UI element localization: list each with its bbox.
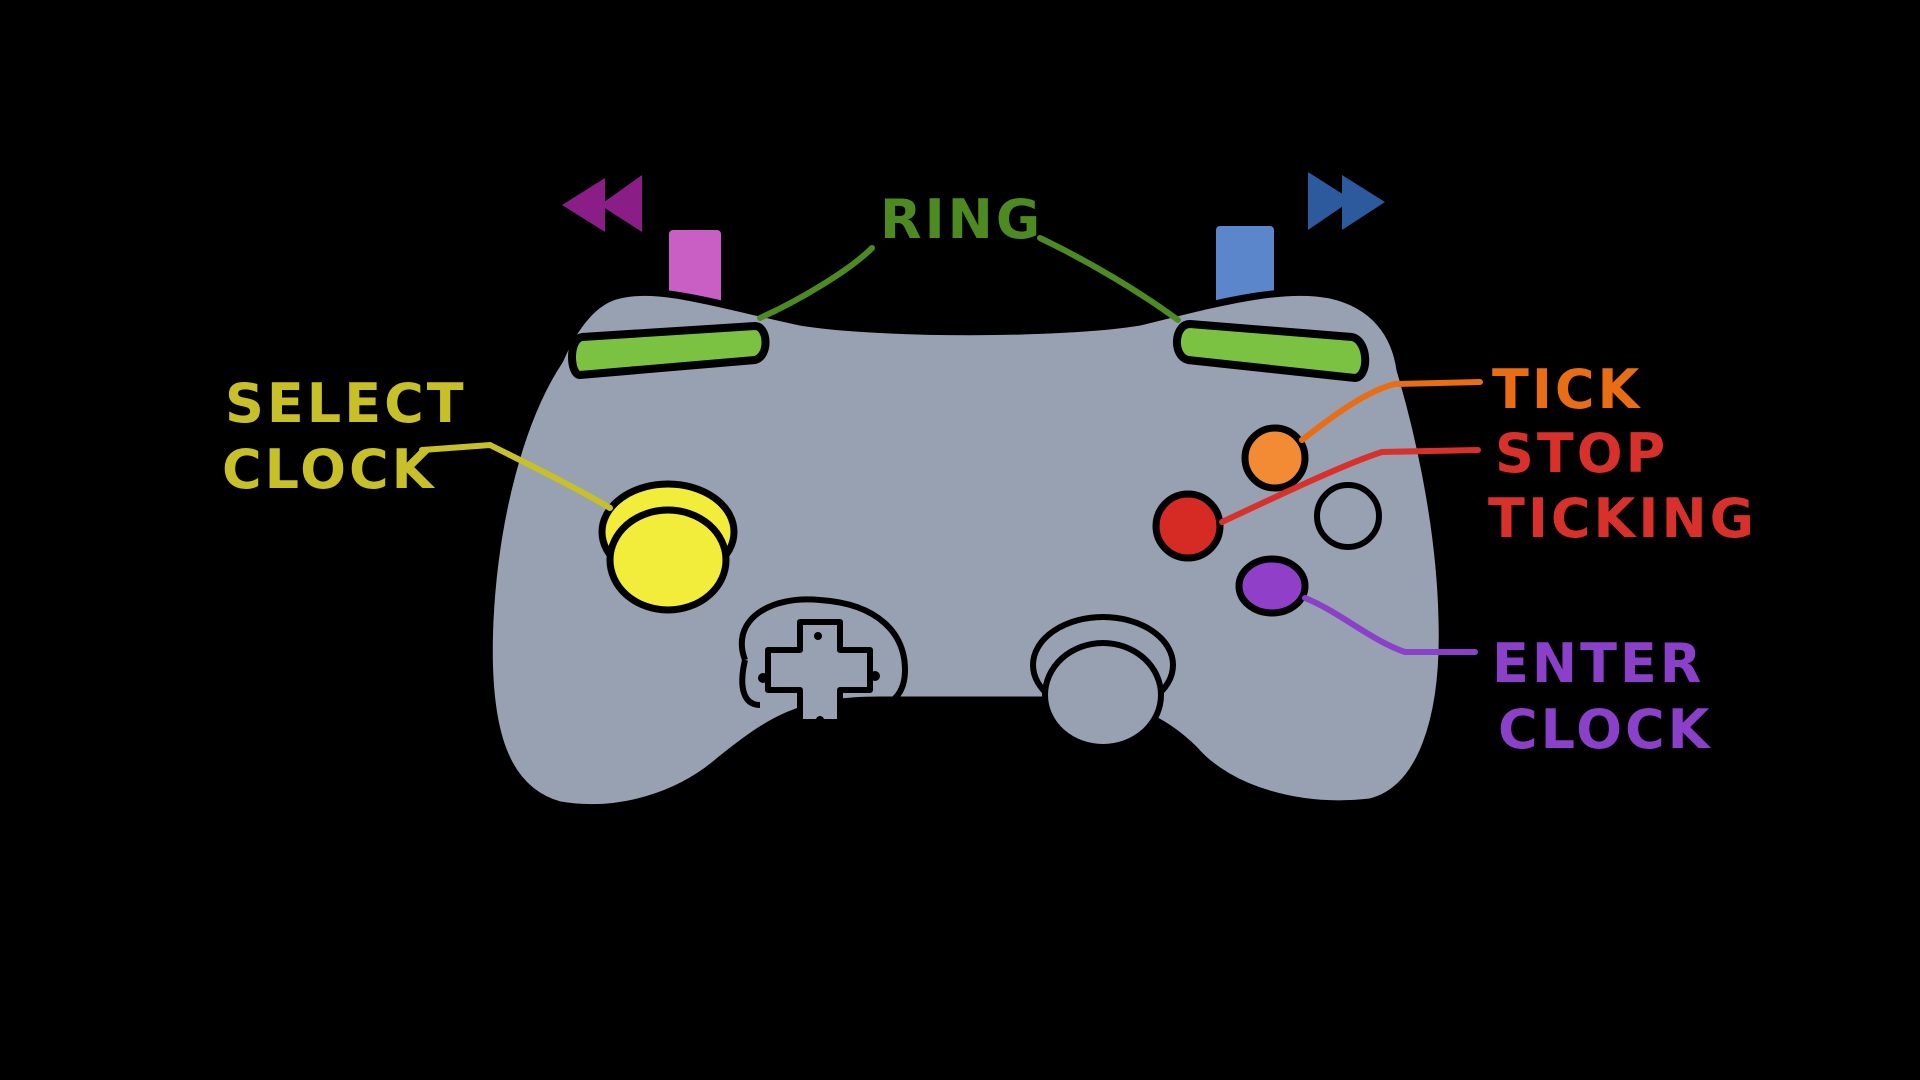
enter-clock-label-line2: CLOCK xyxy=(1498,698,1713,761)
ring-line-right xyxy=(1037,235,1181,323)
select-clock-line xyxy=(419,441,613,511)
enter-clock-line xyxy=(1302,595,1478,655)
enter-clock-label-line1: ENTER xyxy=(1492,632,1704,695)
unlabeled-button xyxy=(1314,482,1382,550)
stop-ticking-label-line2: TICKING xyxy=(1488,487,1757,550)
stop-ticking-button xyxy=(1152,490,1224,562)
tick-button xyxy=(1241,424,1309,492)
tick-label: TICK xyxy=(1492,358,1642,421)
controller-body xyxy=(485,288,1446,811)
fast-forward-icon xyxy=(1308,172,1385,230)
left-bumper xyxy=(568,321,770,380)
ring-line-left xyxy=(757,245,875,321)
dpad-icon xyxy=(738,596,909,725)
select-clock-label-line2: CLOCK xyxy=(222,438,437,501)
rewind-icon xyxy=(562,175,642,232)
right-bumper xyxy=(1172,319,1370,383)
right-stick xyxy=(1030,614,1176,750)
ring-label: RING xyxy=(880,188,1043,251)
left-stick xyxy=(598,480,738,614)
stop-ticking-line xyxy=(1219,447,1481,525)
tick-line xyxy=(1299,379,1483,443)
enter-clock-button xyxy=(1235,555,1309,617)
select-clock-label-line1: SELECT xyxy=(225,372,467,435)
stop-ticking-label-line1: STOP xyxy=(1495,422,1668,485)
